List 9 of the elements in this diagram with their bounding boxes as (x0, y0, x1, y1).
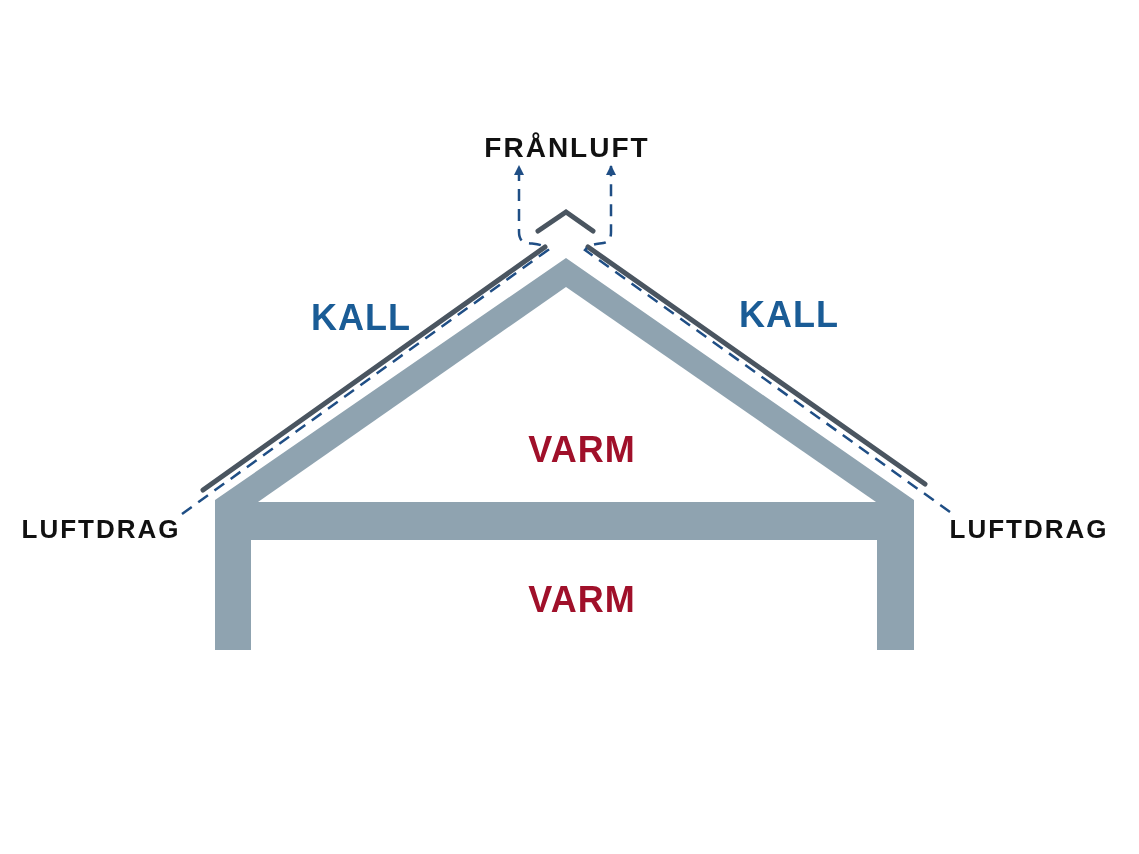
zone-label: VARM (528, 432, 636, 468)
airflow-label: FRÅNLUFT (484, 134, 650, 162)
airflow-label: LUFTDRAG (21, 516, 181, 542)
zone-label: KALL (311, 300, 411, 336)
airflow-arrow (583, 165, 951, 513)
zone-label: VARM (528, 582, 636, 618)
airflow-arrow (181, 165, 550, 515)
airflow-label: LUFTDRAG (949, 516, 1109, 542)
zone-label: KALL (739, 297, 839, 333)
